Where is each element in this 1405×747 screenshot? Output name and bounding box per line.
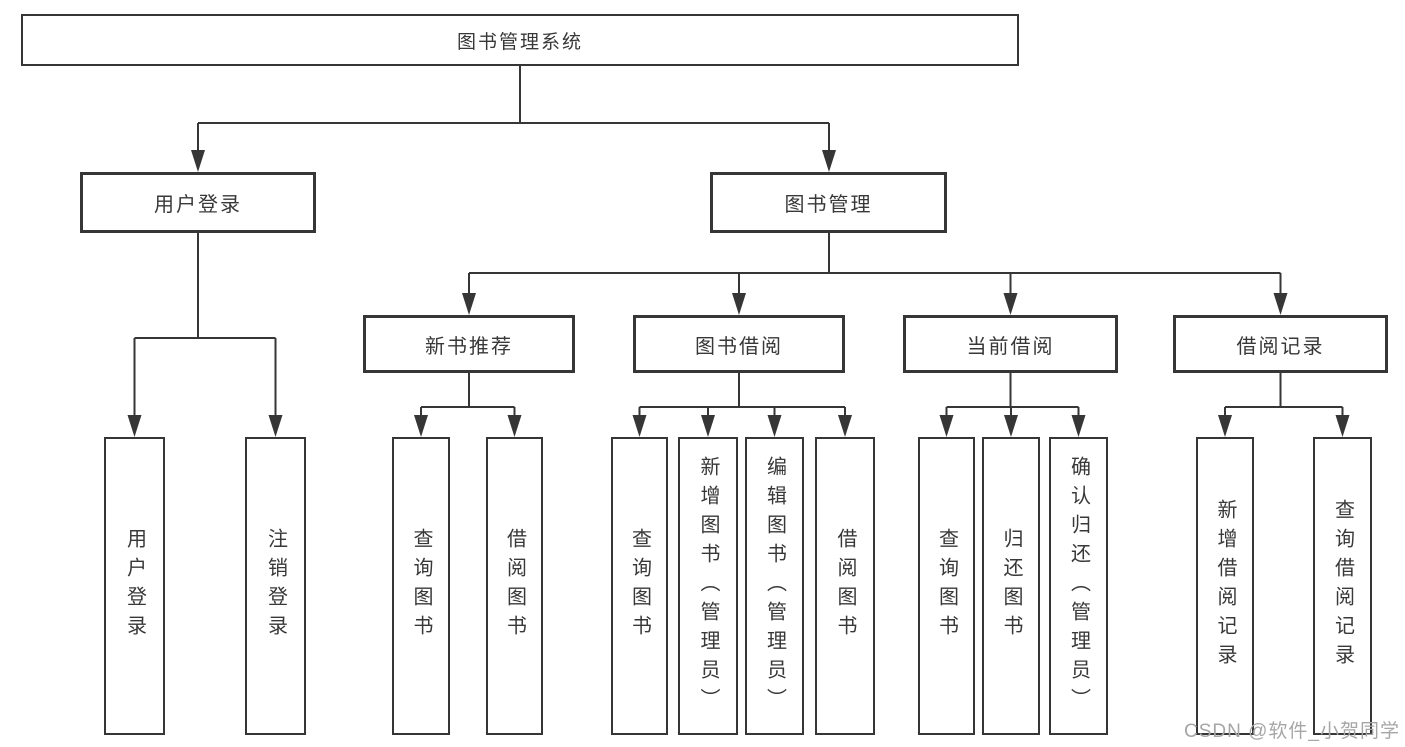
leaf-confirm-return-admin: 确认归还（管理员） xyxy=(1049,437,1108,735)
arrowhead-icon xyxy=(414,415,428,437)
leaf-edit-book-admin: 编辑图书（管理员） xyxy=(745,437,804,735)
node-label: 查询图书 xyxy=(410,528,432,644)
node-label: 编辑图书（管理员） xyxy=(763,455,786,717)
leaf-borrow-books-recommend: 借阅图书 xyxy=(486,437,543,735)
node-current-borrow: 当前借阅 xyxy=(903,315,1118,373)
arrowhead-icon xyxy=(1003,293,1018,315)
arrowhead-icon xyxy=(767,415,782,437)
node-label: 借阅图书 xyxy=(503,528,526,644)
arrowhead-icon xyxy=(268,415,283,437)
arrowhead-icon xyxy=(462,293,476,315)
arrowhead-icon xyxy=(1335,415,1350,437)
arrowhead-icon xyxy=(191,150,205,172)
arrowhead-icon xyxy=(632,415,647,437)
node-user-login-branch: 用户登录 xyxy=(80,172,316,233)
arrowhead-icon xyxy=(732,293,746,315)
leaf-add-borrow-record: 新增借阅记录 xyxy=(1196,437,1254,735)
node-label: 注销登录 xyxy=(264,528,287,644)
node-book-borrow: 图书借阅 xyxy=(633,315,845,373)
node-book-management-branch: 图书管理 xyxy=(710,172,947,233)
leaf-return-books: 归还图书 xyxy=(982,437,1040,735)
node-label: 图书管理系统 xyxy=(456,31,583,53)
arrowhead-icon xyxy=(939,415,954,437)
arrowhead-icon xyxy=(1071,415,1086,437)
node-new-book-recommend: 新书推荐 xyxy=(363,315,575,373)
node-label: 新增借阅记录 xyxy=(1214,499,1236,673)
connector-new-book-to-leaves xyxy=(414,373,522,437)
node-system-root: 图书管理系统 xyxy=(21,14,1019,66)
arrowhead-icon xyxy=(1218,415,1232,437)
arrowhead-icon xyxy=(838,415,852,437)
leaf-query-books-current: 查询图书 xyxy=(918,437,975,735)
arrowhead-icon xyxy=(127,415,142,437)
node-label: 归还图书 xyxy=(1000,528,1022,644)
watermark: CSDN @软件_小贺同学 xyxy=(1184,721,1400,742)
connector-current-borrow-to-leaves xyxy=(939,373,1086,437)
leaf-borrow-books: 借阅图书 xyxy=(815,437,875,735)
connector-root-to-branches xyxy=(191,66,836,172)
node-label: 当前借阅 xyxy=(966,335,1055,358)
node-label: 借阅图书 xyxy=(834,528,856,644)
node-label: 新增图书（管理员） xyxy=(697,455,719,717)
arrowhead-icon xyxy=(507,415,522,437)
connector-user-login-to-leaves xyxy=(127,233,283,437)
connector-book-mgmt-to-modules xyxy=(462,233,1288,315)
node-borrow-records: 借阅记录 xyxy=(1173,315,1388,373)
leaf-logout: 注销登录 xyxy=(245,437,306,735)
node-label: 图书借阅 xyxy=(695,335,783,358)
leaf-add-book-admin: 新增图书（管理员） xyxy=(678,437,738,735)
node-label: 用户登录 xyxy=(123,528,146,644)
node-label: 查询借阅记录 xyxy=(1331,499,1354,673)
arrowhead-icon xyxy=(822,150,836,172)
node-label: 图书管理 xyxy=(784,194,873,216)
node-label: 查询图书 xyxy=(935,528,958,644)
leaf-query-books-recommend: 查询图书 xyxy=(392,437,450,735)
arrowhead-icon xyxy=(1273,293,1288,315)
connector-borrow-records-to-leaves xyxy=(1218,373,1350,437)
node-label: 查询图书 xyxy=(628,528,651,644)
arrowhead-icon xyxy=(1004,415,1018,437)
leaf-query-books-borrow: 查询图书 xyxy=(611,437,668,735)
leaf-user-login: 用户登录 xyxy=(104,437,165,735)
node-label: 新书推荐 xyxy=(425,335,513,358)
node-label: 确认归还（管理员） xyxy=(1067,455,1090,717)
arrowhead-icon xyxy=(701,415,715,437)
connector-book-borrow-to-leaves xyxy=(632,373,852,437)
node-label: 用户登录 xyxy=(154,194,242,216)
node-label: 借阅记录 xyxy=(1236,335,1325,358)
leaf-query-borrow-record: 查询借阅记录 xyxy=(1313,437,1372,735)
